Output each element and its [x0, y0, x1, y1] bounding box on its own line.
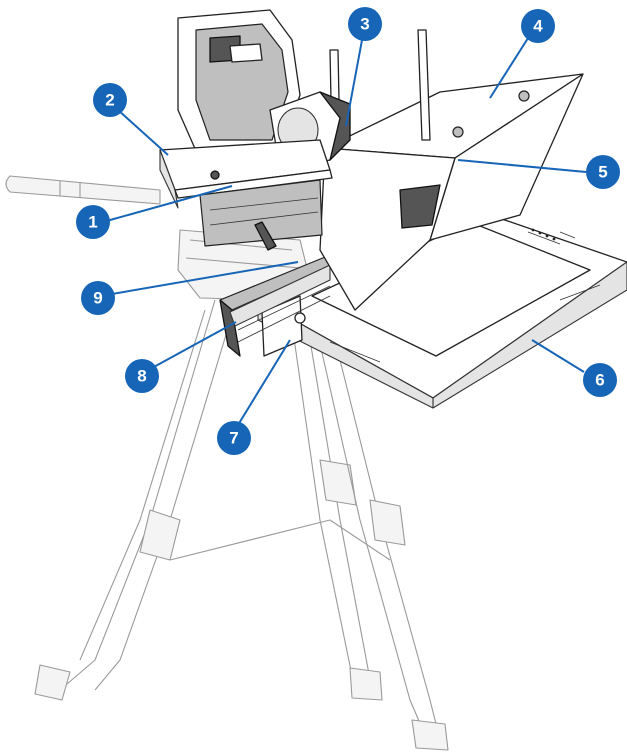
callout-label-6: 6 [595, 371, 604, 390]
callout-label-3: 3 [360, 15, 369, 34]
callout-circle-3 [348, 7, 382, 41]
leader-line-6 [531, 339, 585, 373]
base-rail [219, 254, 341, 357]
callout-circle-8 [125, 359, 159, 393]
callout-label-7: 7 [229, 429, 238, 448]
callout-circle-5 [586, 155, 620, 189]
callout-label-5: 5 [598, 163, 607, 182]
callout-circle-2 [93, 83, 127, 117]
callout-circle-1 [76, 205, 110, 239]
leader-line-2 [117, 109, 169, 156]
leader-line-5 [457, 159, 587, 173]
callout-label-4: 4 [533, 17, 543, 36]
callout-label-9: 9 [93, 289, 102, 308]
callout-2: 2 [93, 83, 127, 117]
callout-circle-4 [521, 9, 555, 43]
hood [319, 29, 584, 311]
callout-1: 1 [76, 205, 110, 239]
pan-handle [5, 175, 161, 205]
callout-7: 7 [217, 421, 251, 455]
leader-line-1 [102, 185, 233, 223]
callouts: 1 2 3 4 5 6 [76, 7, 620, 455]
callout-9: 9 [81, 281, 115, 315]
callout-5: 5 [586, 155, 620, 189]
callout-3: 3 [348, 7, 382, 41]
callout-circle-9 [81, 281, 115, 315]
callout-label-2: 2 [105, 91, 114, 110]
tripod-leg-left [59, 299, 236, 691]
leader-line-9 [111, 261, 299, 295]
tripod-leg-right [309, 299, 441, 741]
leader-line-3 [345, 39, 363, 127]
leader-line-7 [237, 339, 291, 426]
leader-line-4 [489, 34, 531, 99]
tripod-leg-center [289, 309, 373, 691]
callout-4: 4 [521, 9, 555, 43]
callout-8: 8 [125, 359, 159, 393]
leader-line-8 [151, 321, 237, 369]
monitor-tray [257, 207, 627, 409]
callout-circle-6 [583, 363, 617, 397]
callout-circle-7 [217, 421, 251, 455]
callout-label-1: 1 [88, 213, 97, 232]
camera [159, 9, 351, 251]
callout-label-8: 8 [137, 367, 146, 386]
callout-6: 6 [583, 363, 617, 397]
